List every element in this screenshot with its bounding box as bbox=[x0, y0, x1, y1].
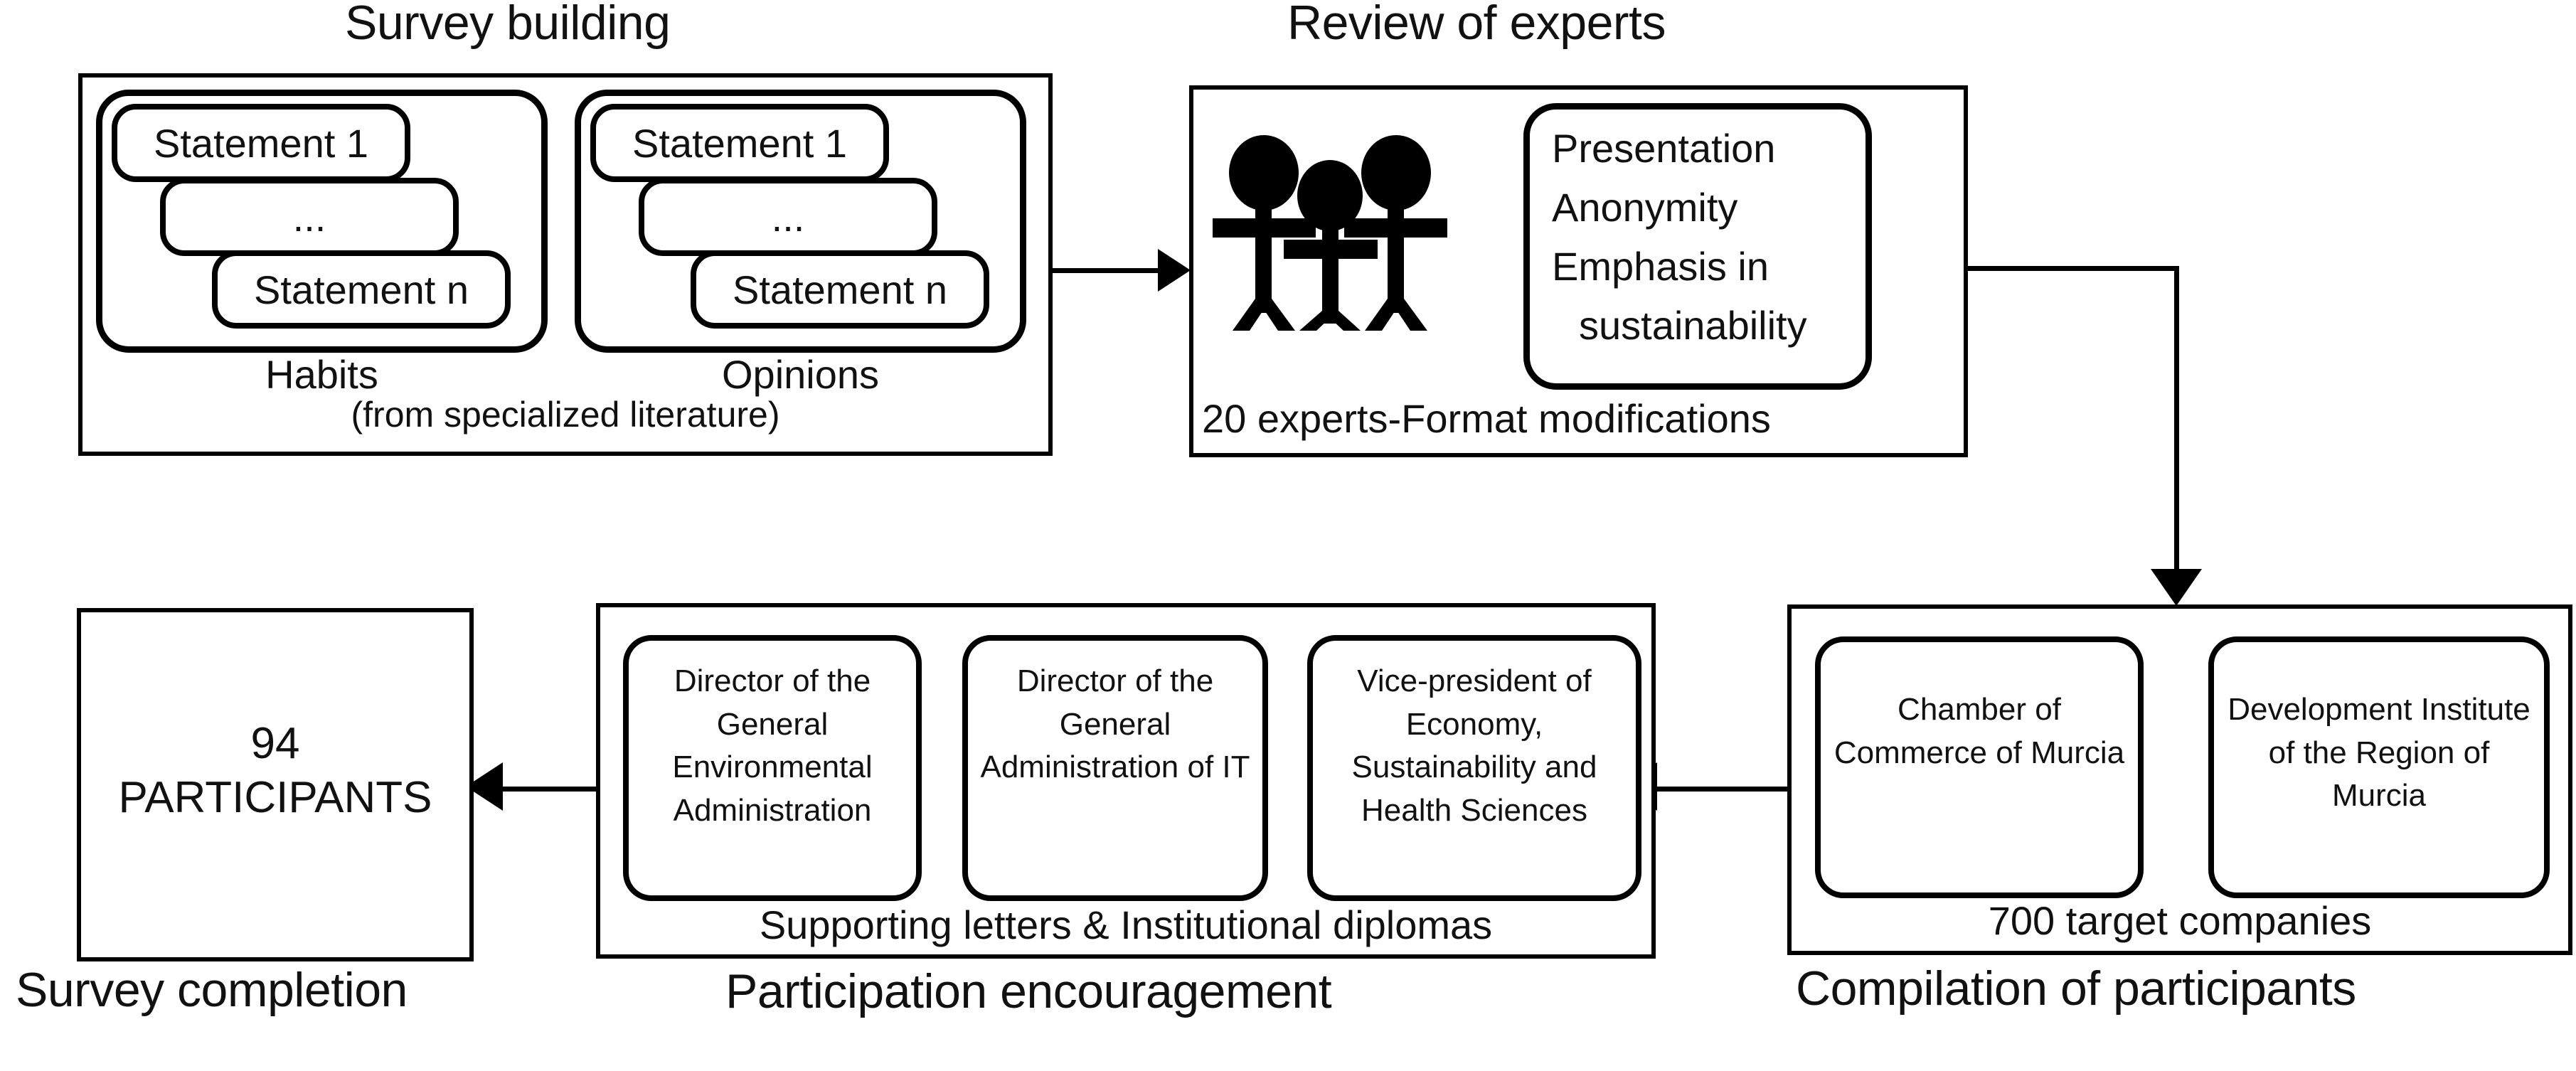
participation-encouragement-caption: Supporting letters & Institutional diplo… bbox=[759, 902, 1493, 947]
chamber-of-commerce-card[interactable] bbox=[1815, 636, 2144, 898]
review-of-experts-title: Review of experts bbox=[1287, 0, 1666, 50]
director-environmental-card[interactable] bbox=[623, 635, 922, 901]
habits-statement-ellipsis[interactable]: ... bbox=[160, 178, 459, 256]
connector-experts-to-compilation-vertical bbox=[2174, 266, 2179, 577]
opinions-statement-ellipsis[interactable]: ... bbox=[639, 178, 937, 256]
connector-survey-to-experts-line bbox=[1053, 268, 1173, 273]
habits-statement-1[interactable]: Statement 1 bbox=[112, 104, 410, 182]
compilation-caption: 700 target companies bbox=[1988, 898, 2372, 943]
connector-experts-to-compilation-horizontal bbox=[1968, 266, 2179, 271]
connector-survey-to-experts-arrowhead bbox=[1158, 249, 1191, 292]
survey-completion-title: Survey completion bbox=[16, 963, 408, 1017]
director-it-card-label: Director of the General Administration o… bbox=[980, 664, 1250, 785]
compilation-of-participants-title: Compilation of participants bbox=[1796, 961, 2356, 1016]
connector-compilation-to-participation-line bbox=[1657, 787, 1789, 792]
participants-count: 94 bbox=[250, 719, 300, 768]
expert-point-sustainability: sustainability bbox=[1579, 302, 1807, 348]
expert-review-points: Presentation Anonymity Emphasis in susta… bbox=[1552, 119, 1851, 356]
vice-president-card-label: Vice-president of Economy, Sustainabilit… bbox=[1351, 664, 1597, 828]
director-environmental-card-label: Director of the General Environmental Ad… bbox=[672, 664, 873, 828]
vice-president-card[interactable] bbox=[1307, 635, 1641, 901]
opinions-group-label: Opinions bbox=[721, 352, 880, 397]
connector-experts-to-compilation-arrowhead bbox=[2151, 569, 2202, 606]
habits-group-label: Habits bbox=[265, 352, 378, 397]
chamber-of-commerce-card-label: Chamber of Commerce of Murcia bbox=[1833, 692, 2125, 770]
participation-encouragement-title: Participation encouragement bbox=[725, 964, 1332, 1018]
survey-completion-box bbox=[77, 608, 474, 961]
survey-building-footnote: (from specialized literature) bbox=[351, 395, 780, 435]
participants-result: 94 PARTICIPANTS bbox=[84, 717, 467, 824]
expert-review-points-card bbox=[1523, 103, 1872, 390]
expert-point-emphasis: Emphasis in bbox=[1552, 243, 1769, 289]
opinions-statement-1[interactable]: Statement 1 bbox=[590, 104, 889, 182]
review-of-experts-caption: 20 experts-Format modifications bbox=[1202, 396, 1771, 441]
development-institute-card-label: Development Institute of the Region of M… bbox=[2228, 692, 2530, 814]
development-institute-card[interactable] bbox=[2208, 636, 2550, 898]
participants-label: PARTICIPANTS bbox=[118, 772, 432, 822]
survey-building-title: Survey building bbox=[345, 0, 671, 50]
director-it-card[interactable] bbox=[962, 635, 1268, 901]
opinions-statement-n[interactable]: Statement n bbox=[691, 250, 989, 329]
connector-participation-to-completion-line bbox=[498, 787, 597, 792]
three-people-icon bbox=[1213, 135, 1447, 331]
expert-point-presentation: Presentation bbox=[1552, 126, 1776, 171]
habits-statement-n[interactable]: Statement n bbox=[212, 250, 511, 329]
expert-point-anonymity: Anonymity bbox=[1552, 184, 1738, 230]
